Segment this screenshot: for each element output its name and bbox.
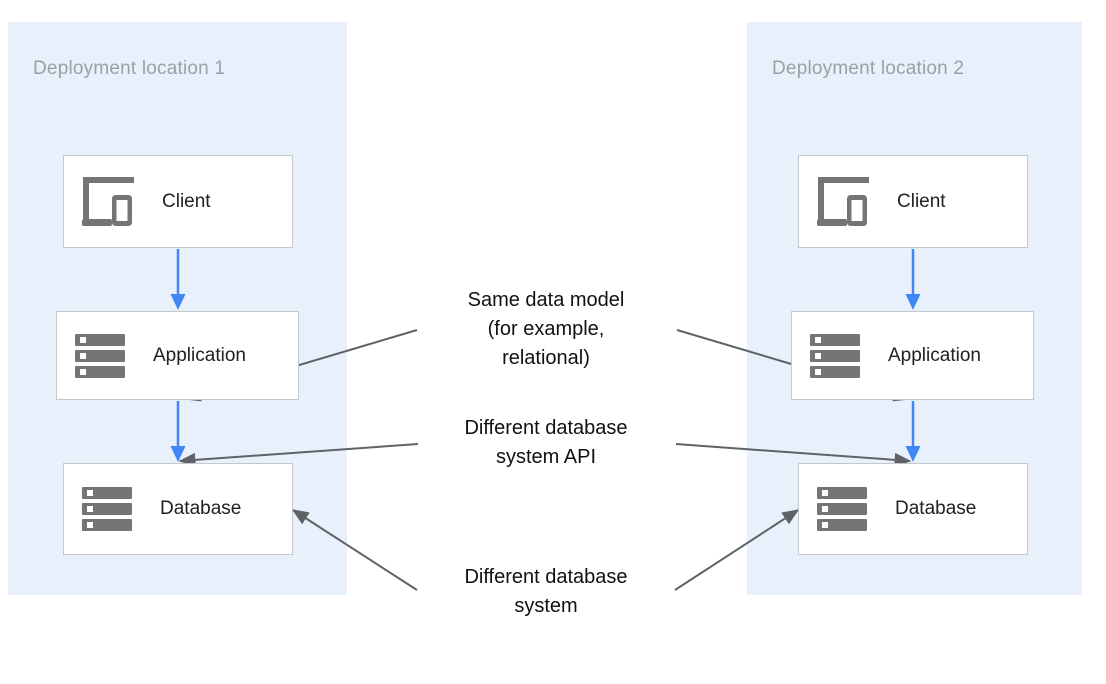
node-label: Client	[162, 190, 211, 212]
node-label: Database	[160, 498, 242, 519]
node-label: Application	[888, 344, 981, 366]
server-stack-icon	[82, 487, 132, 531]
node-application-right: Application	[791, 311, 1034, 400]
devices-icon	[817, 177, 869, 226]
node-label: Database	[895, 498, 977, 519]
panel-title: Deployment location 1	[33, 58, 226, 79]
node-label: Application	[153, 344, 246, 366]
node-label: Client	[897, 190, 946, 212]
panel-title: Deployment location 2	[772, 58, 965, 79]
node-database-right: Database	[798, 463, 1028, 555]
node-client-left: Client	[63, 155, 293, 248]
annotation-same-data-model: Same data model (for example, relational…	[467, 289, 625, 369]
server-stack-icon	[817, 487, 867, 531]
devices-icon	[82, 177, 134, 226]
server-stack-icon	[810, 333, 860, 378]
node-application-left: Application	[56, 311, 299, 400]
annotation-different-database-system-api: Different database system API	[464, 417, 628, 468]
node-database-left: Database	[63, 463, 293, 555]
server-stack-icon	[75, 333, 125, 378]
node-client-right: Client	[798, 155, 1028, 248]
annotation-different-database-system: Different database system	[464, 566, 628, 617]
